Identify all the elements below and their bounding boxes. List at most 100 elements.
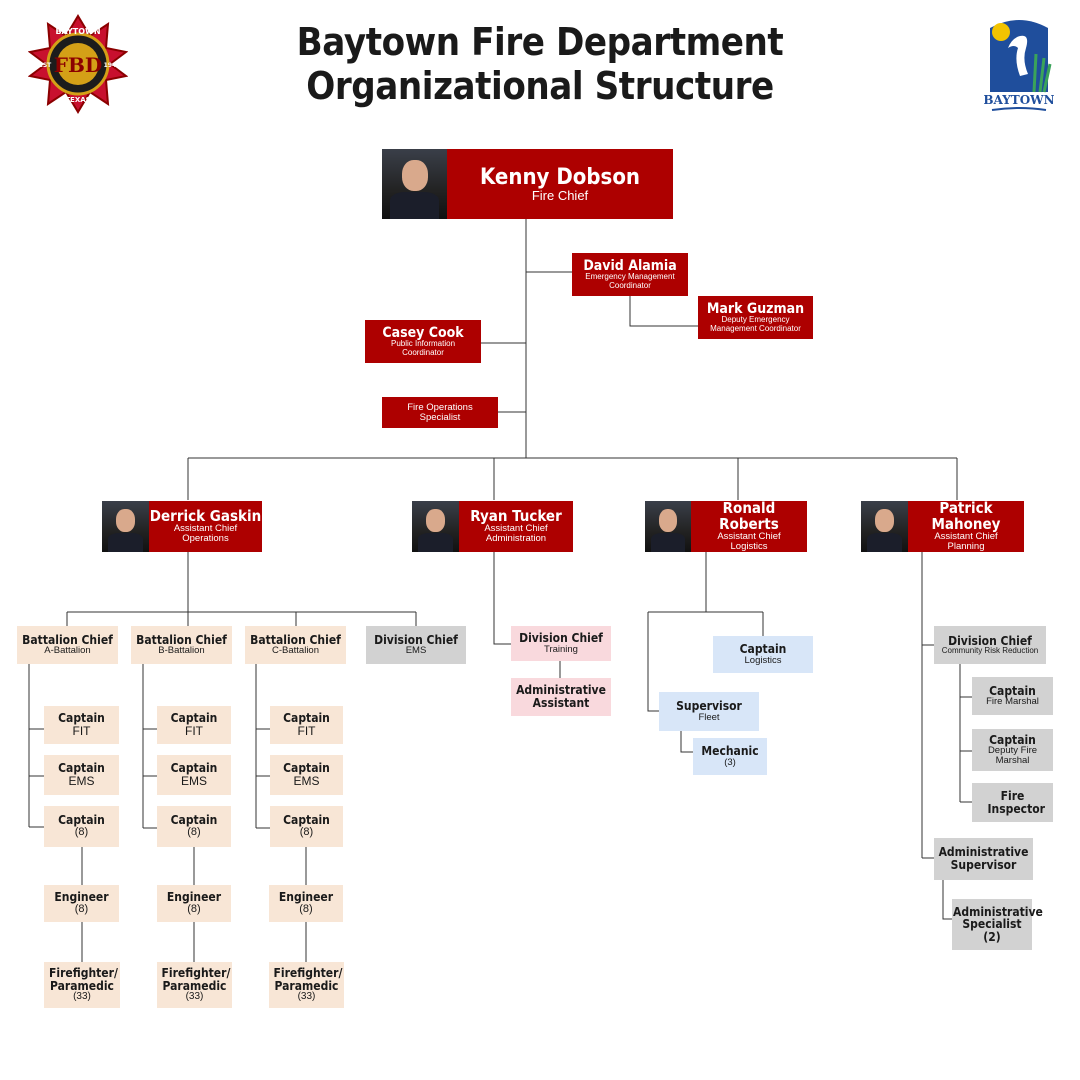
- engineer-c-box: Engineer (8): [269, 885, 343, 922]
- guzman-title: Deputy Emergency Management Coordinator: [710, 315, 801, 333]
- badge-letters: FBD: [54, 53, 102, 77]
- fops-title: Fire Operations Specialist: [407, 401, 473, 423]
- badge-year-text: 1948: [104, 62, 121, 69]
- roberts-title: Assistant Chief: [717, 531, 781, 543]
- deputy-emergency-management-box: Mark Guzman Deputy Emergency Management …: [698, 296, 813, 339]
- roberts-area: Logistics: [730, 541, 768, 553]
- captain-fit-c-box: Captain FIT: [270, 706, 343, 744]
- captain-ems-c-box: Captain EMS: [270, 755, 343, 795]
- chief-photo: [382, 149, 447, 219]
- mechanic-box: Mechanic (3): [693, 738, 767, 775]
- engineer-b-box: Engineer (8): [157, 885, 231, 922]
- tucker-name: Ryan Tucker: [470, 506, 562, 525]
- badge-est-text: EST: [39, 62, 52, 69]
- firefighter-c-title: Firefighter/ Paramedic: [273, 966, 343, 993]
- captain-ems-a-title: Captain: [58, 761, 105, 776]
- engineer-a-title: Engineer: [54, 890, 109, 905]
- firefighter-paramedic-b-box: Firefighter/ Paramedic (33): [157, 962, 232, 1008]
- engineer-c-sub: (8): [299, 903, 313, 916]
- battalion-a-title: Battalion Chief: [22, 632, 113, 647]
- crr-division-sub: Community Risk Reduction: [941, 646, 1039, 656]
- title-line-2: Organizational Structure: [306, 64, 774, 108]
- title-line-1: Baytown Fire Department: [296, 20, 784, 64]
- mahoney-title: Assistant Chief: [934, 531, 998, 543]
- captain-fit-c-title: Captain: [283, 711, 330, 726]
- firefighter-b-title: Firefighter/ Paramedic: [161, 966, 231, 993]
- captain-c-box: Captain (8): [270, 806, 343, 847]
- captain-b-box: Captain (8): [157, 806, 231, 847]
- badge-top-text: BAYTOWN: [55, 27, 100, 36]
- ems-division-sub: EMS: [405, 645, 427, 657]
- training-division-title: Division Chief: [519, 631, 603, 646]
- fire-operations-specialist-box: Fire Operations Specialist: [382, 397, 498, 428]
- captain-ems-c-sub: EMS: [293, 774, 320, 788]
- assistant-chief-logistics-box: Ronald Roberts Assistant Chief Logistics: [691, 498, 807, 553]
- reeds-icon: [1032, 53, 1052, 93]
- mechanic-title: Mechanic: [701, 744, 759, 759]
- badge-bottom-text: TEXAS: [65, 96, 90, 104]
- admin-assistant-title: Administrative Assistant: [516, 683, 606, 710]
- emergency-management-coordinator-box: David Alamia Emergency Management Coordi…: [572, 253, 688, 296]
- mahoney-area: Planning: [947, 541, 985, 553]
- gaskin-title: Assistant Chief: [173, 523, 238, 535]
- captain-fit-a-box: Captain FIT: [44, 706, 119, 744]
- captain-logistics-box: Captain Logistics: [713, 636, 813, 673]
- gaskin-area: Operations: [182, 533, 229, 545]
- admin-specialist-title: Administrative Specialist: [953, 904, 1043, 932]
- fire-chief-box: Kenny Dobson Fire Chief: [447, 149, 673, 219]
- cook-name: Casey Cook: [382, 324, 464, 341]
- firefighter-b-sub: (33): [185, 991, 204, 1003]
- engineer-a-sub: (8): [74, 903, 89, 916]
- supervisor-fleet-box: Supervisor Fleet: [659, 692, 759, 731]
- battalion-b-sub: B-Battalion: [158, 645, 205, 657]
- tucker-area: Administration: [485, 533, 547, 545]
- administrative-assistant-box: Administrative Assistant: [511, 678, 611, 716]
- engineer-a-box: Engineer (8): [44, 885, 119, 922]
- ems-division-title: Division Chief: [374, 632, 458, 647]
- captain-b-sub: (8): [187, 826, 201, 839]
- captain-ems-c-title: Captain: [283, 761, 330, 776]
- public-information-coordinator-box: Casey Cook Public Information Coordinato…: [365, 320, 481, 363]
- battalion-c-title: Battalion Chief: [250, 632, 341, 647]
- alamia-name: David Alamia: [583, 257, 677, 274]
- battalion-chief-c-box: Battalion Chief C-Battalion: [245, 626, 346, 664]
- firefighter-a-title: Firefighter/ Paramedic: [49, 966, 118, 993]
- mechanic-sub: (3): [724, 756, 736, 768]
- captain-fit-b-box: Captain FIT: [157, 706, 231, 744]
- gaskin-photo: [102, 501, 149, 552]
- administrative-supervisor-box: Administrative Supervisor: [934, 838, 1033, 880]
- admin-supervisor-title: Administrative Supervisor: [938, 845, 1029, 872]
- page-title: Baytown Fire Department Organizational S…: [270, 20, 810, 108]
- tucker-title: Assistant Chief: [484, 523, 548, 535]
- firefighter-a-sub: (33): [73, 991, 91, 1003]
- captain-c-title: Captain: [283, 813, 330, 828]
- cook-title: Public Information Coordinator: [390, 339, 456, 357]
- tucker-photo: [412, 501, 459, 552]
- heron-icon: [1008, 35, 1028, 76]
- battalion-c-sub: C-Battalion: [272, 645, 319, 657]
- captain-fit-b-sub: FIT: [185, 724, 203, 738]
- chief-title: Fire Chief: [531, 187, 589, 203]
- division-chief-crr-box: Division Chief Community Risk Reduction: [934, 626, 1046, 664]
- admin-specialist-sub: (2): [983, 929, 1001, 944]
- fire-marshal-sub: Fire Marshal: [986, 696, 1039, 708]
- roberts-name: Ronald Roberts: [719, 498, 779, 533]
- engineer-b-title: Engineer: [166, 890, 222, 905]
- gaskin-name: Derrick Gaskin: [149, 506, 262, 525]
- fire-marshal-title: Captain: [989, 683, 1036, 698]
- training-division-sub: Training: [544, 643, 578, 655]
- fire-inspector-box: Fire Inspector: [972, 783, 1053, 822]
- captain-ems-a-box: Captain EMS: [44, 755, 119, 795]
- captain-fit-a-title: Captain: [58, 711, 105, 726]
- fire-department-badge-logo: BAYTOWN FBD EST 1948 TEXAS: [28, 14, 128, 114]
- engineer-b-sub: (8): [187, 903, 201, 916]
- captain-a-title: Captain: [58, 813, 105, 828]
- battalion-a-sub: A-Battalion: [44, 645, 91, 657]
- captain-a-sub: (8): [74, 826, 89, 839]
- division-chief-ems-box: Division Chief EMS: [366, 626, 466, 664]
- captain-b-title: Captain: [170, 813, 218, 828]
- captain-ems-a-sub: EMS: [68, 774, 95, 788]
- captain-fit-c-sub: FIT: [297, 724, 316, 738]
- captain-ems-b-title: Captain: [170, 761, 218, 776]
- guzman-name: Mark Guzman: [706, 300, 805, 317]
